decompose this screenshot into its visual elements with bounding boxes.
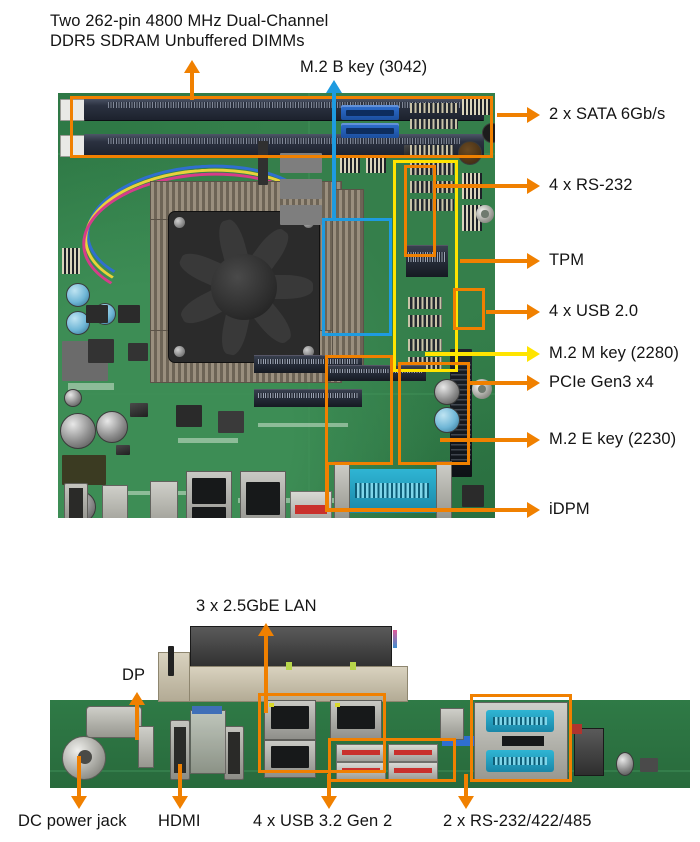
arrowhead-hdmi	[172, 796, 188, 809]
callout-label-dp: DP	[122, 666, 146, 684]
leader-sata	[497, 113, 527, 117]
cpu-fan	[168, 211, 320, 363]
callout-label-pcie: PCIe Gen3 x4	[549, 373, 654, 391]
rj45-lan-port	[330, 700, 382, 740]
leader-m2e	[440, 438, 527, 442]
hdmi-connector	[224, 726, 244, 780]
highlight-usb20	[453, 288, 485, 330]
callout-label-dimm-line1: Two 262-pin 4800 MHz Dual-Channel	[50, 12, 329, 30]
usb-3-2-port	[388, 744, 438, 762]
sata-connector	[341, 123, 399, 138]
leader-lan	[264, 635, 268, 713]
arrowhead-sata	[527, 107, 540, 123]
callout-label-usb20: 4 x USB 2.0	[549, 302, 639, 320]
callout-label-hdmi: HDMI	[158, 812, 201, 830]
arrowhead-pcie	[527, 375, 540, 391]
highlight-m2-e-key-left	[325, 355, 393, 465]
top-motherboard-photo	[58, 93, 495, 518]
arrowhead-dcjack	[71, 796, 87, 809]
leader-rs232	[436, 184, 527, 188]
highlight-m2-m-key	[393, 160, 458, 372]
arrowhead-lan	[258, 623, 274, 636]
arrowhead-m2b	[326, 80, 342, 93]
serial-dsub-port	[486, 750, 554, 772]
arrowhead-m2e	[527, 432, 540, 448]
arrowhead-tpm	[527, 253, 540, 269]
leader-usb20	[486, 310, 527, 314]
callout-label-dcjack: DC power jack	[18, 812, 127, 830]
arrowhead-dp	[129, 692, 145, 705]
rj45-lan-port	[264, 700, 316, 740]
leader-usb32	[327, 774, 331, 798]
callout-label-idpm: iDPM	[549, 500, 590, 518]
highlight-m2-b-key	[322, 218, 392, 336]
arrowhead-rs232	[527, 178, 540, 194]
leader-m2m	[425, 352, 527, 356]
leader-hdmi	[178, 764, 182, 798]
leader-serial	[464, 774, 468, 798]
displayport-connector	[170, 720, 190, 780]
highlight-m2-e-key-right	[398, 362, 470, 465]
arrowhead-idpm	[527, 502, 540, 518]
callout-label-m2b: M.2 B key (3042)	[300, 58, 428, 76]
arrowhead-dimm	[184, 60, 200, 73]
callout-label-dimm-line2: DDR5 SDRAM Unbuffered DIMMs	[50, 32, 305, 50]
serial-dsub-port	[486, 710, 554, 732]
callout-label-m2m: M.2 M key (2280)	[549, 344, 679, 362]
callout-label-sata: 2 x SATA 6Gb/s	[549, 105, 666, 123]
callout-label-m2e: M.2 E key (2230)	[549, 430, 677, 448]
leader-dp	[135, 704, 139, 740]
idpm-dsub-connector	[346, 469, 438, 513]
callout-label-serial: 2 x RS-232/422/485	[443, 812, 592, 830]
rear-io-components	[50, 626, 690, 792]
callout-label-rs232: 4 x RS-232	[549, 176, 633, 194]
arrowhead-usb32	[321, 796, 337, 809]
arrowhead-m2m	[527, 346, 540, 362]
highlight-rs232	[404, 165, 436, 257]
arrowhead-usb20	[527, 304, 540, 320]
highlight-lan	[258, 693, 386, 773]
highlight-serial	[470, 694, 572, 782]
callout-label-lan: 3 x 2.5GbE LAN	[196, 597, 317, 615]
leader-tpm	[460, 259, 527, 263]
leader-idpm-h	[325, 508, 527, 512]
highlight-usb32	[328, 738, 456, 782]
m2-m-key-slot-2	[254, 389, 362, 407]
leader-dcjack	[77, 756, 81, 798]
leader-pcie	[470, 381, 527, 385]
leader-idpm-v	[325, 462, 329, 512]
callout-label-usb32: 4 x USB 3.2 Gen 2	[253, 812, 393, 830]
sata-connector	[341, 105, 399, 120]
leader-m2b	[332, 92, 336, 220]
highlight-dimm	[70, 96, 493, 158]
callout-label-tpm: TPM	[549, 251, 585, 269]
arrowhead-serial	[458, 796, 474, 809]
leader-dimm	[190, 72, 194, 100]
